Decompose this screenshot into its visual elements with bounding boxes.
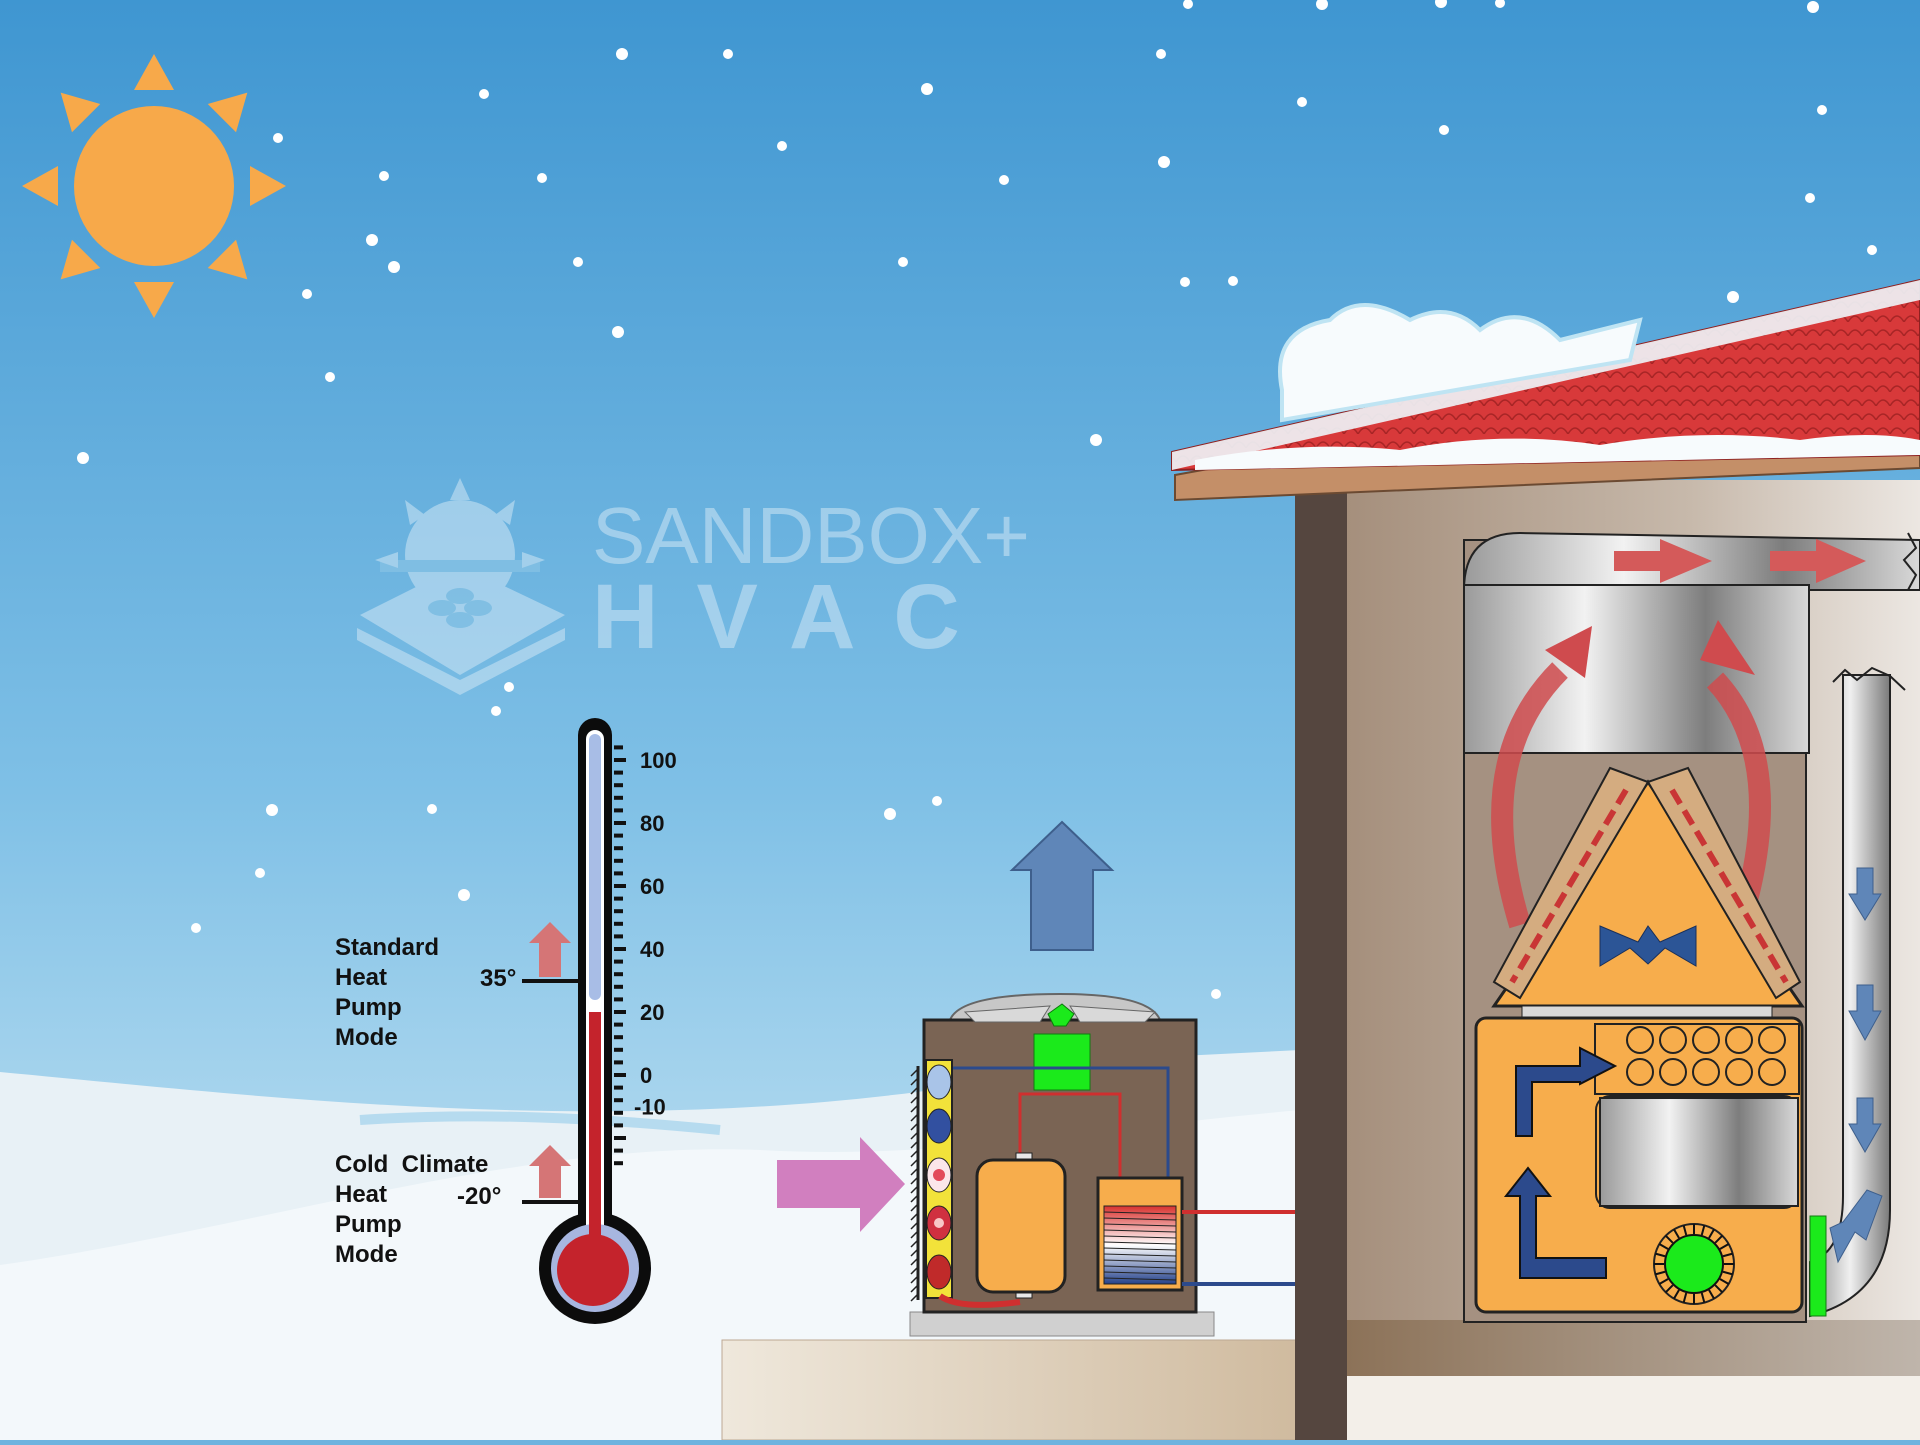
thermometer-fill <box>589 1012 601 1240</box>
return-filter <box>1809 1215 1827 1317</box>
fan-icon <box>1047 1003 1075 1027</box>
blower-fan-icon <box>1664 1234 1724 1294</box>
marker-label-standard-1: Heat <box>335 964 387 991</box>
snow-shadow <box>359 1111 721 1135</box>
return-air-arrow-icon <box>1848 867 1882 921</box>
thermometer: 100 80 60 40 20 0 -10 <box>539 718 677 1324</box>
compressor <box>975 1158 1067 1294</box>
sun-icon <box>22 54 286 318</box>
refrigerant-capsules <box>926 1064 952 1290</box>
supply-air-arrow-icon <box>1770 539 1866 583</box>
outdoor-heat-pump-unit <box>909 992 1215 1337</box>
airflow-arrow-icon <box>1515 1046 1618 1137</box>
return-air-arrow-icon <box>1848 984 1882 1042</box>
heat-rise-arrow-icon <box>1545 626 1592 678</box>
scale-label: -10 <box>634 1095 666 1120</box>
return-duct <box>1809 666 1906 1318</box>
marker-label-standard-2: Pump <box>335 994 402 1021</box>
scale-label: 0 <box>640 1063 652 1088</box>
exhaust-air-arrow-icon <box>1009 820 1115 951</box>
heat-exchanger <box>1599 1097 1799 1207</box>
scale-label: 60 <box>640 874 664 899</box>
house-post <box>1295 490 1347 1440</box>
house-foundation <box>1346 1376 1920 1440</box>
roof <box>1171 278 1920 502</box>
fan-motor <box>1033 1033 1091 1091</box>
marker-label-cold-0: Cold Climate <box>335 1151 488 1178</box>
mode-marker-standard: 35° Standard Heat Pump Mode <box>335 922 580 1051</box>
return-air-arrow-icon <box>1848 1097 1882 1154</box>
mode-marker-cold-climate: -20° Cold Climate Heat Pump Mode <box>335 1145 580 1268</box>
return-air-arrow-icon <box>1829 1189 1883 1264</box>
snowflakes <box>77 0 1877 999</box>
marker-label-standard-3: Mode <box>335 1024 398 1051</box>
heat-rise-arrow-icon <box>1700 620 1755 675</box>
scale-label: 100 <box>640 748 677 773</box>
roof-snow-pile <box>1278 303 1643 423</box>
watermark-line2: HVAC <box>592 566 998 668</box>
airflow-arrow-icon <box>1599 925 1697 967</box>
marker-temp-standard: 35° <box>480 965 516 992</box>
ground-slab <box>721 1339 1343 1441</box>
scale-label: 20 <box>640 1000 664 1025</box>
supply-air-arrow-icon <box>1614 539 1712 583</box>
arrow-icon <box>529 922 571 977</box>
coil-drain-pan <box>1521 1005 1773 1019</box>
indoor-air-handler <box>1462 531 1920 1323</box>
marker-label-cold-2: Pump <box>335 1211 402 1238</box>
unit-base <box>909 1311 1215 1337</box>
watermark-line1: SANDBOX+ <box>592 491 1030 580</box>
marker-label-cold-3: Mode <box>335 1241 398 1268</box>
intake-air-arrow-icon <box>777 1137 905 1232</box>
airflow-arrow-icon <box>1503 1166 1607 1279</box>
house-floor <box>1346 1320 1920 1376</box>
scale-label: 40 <box>640 937 664 962</box>
arrow-icon <box>529 1145 571 1198</box>
marker-label-cold-1: Heat <box>335 1181 387 1208</box>
watermark-logo: SANDBOX+ HVAC <box>357 478 1030 695</box>
marker-label-standard-0: Standard <box>335 934 439 961</box>
scale-label: 80 <box>640 811 664 836</box>
marker-temp-cold: -20° <box>457 1183 501 1210</box>
